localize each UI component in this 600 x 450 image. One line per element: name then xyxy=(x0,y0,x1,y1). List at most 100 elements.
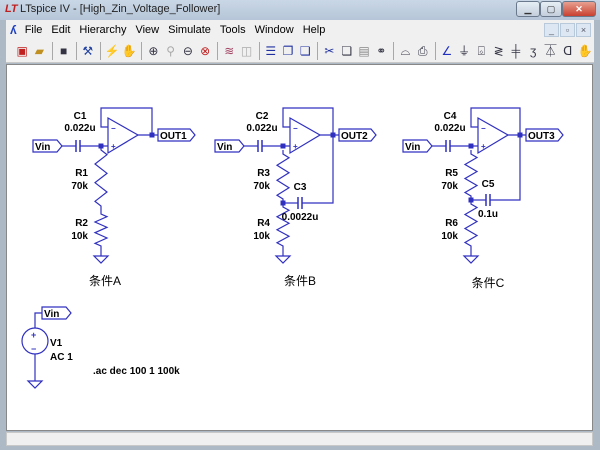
paste-icon[interactable]: ▤ xyxy=(358,43,370,58)
mdi-close-button[interactable]: × xyxy=(576,23,591,37)
save-icon[interactable]: ■ xyxy=(59,43,68,58)
menu-view[interactable]: View xyxy=(135,23,160,36)
ltspice-menu-icon[interactable]: ʎ xyxy=(10,22,17,37)
r-bot-name: R4 xyxy=(257,218,270,229)
find-icon[interactable]: ⚭ xyxy=(376,43,387,58)
plus-sign: + xyxy=(481,142,486,151)
control-panel-icon[interactable]: ⚒ xyxy=(82,43,94,58)
ground-icon[interactable]: ⏚ xyxy=(458,43,471,58)
wire xyxy=(490,135,521,201)
wire xyxy=(302,135,334,204)
mdi-minimize-button[interactable]: _ xyxy=(544,23,559,37)
cap-in-name: C2 xyxy=(256,111,269,122)
schematic-canvas[interactable] xyxy=(6,64,593,431)
tile-vertical-icon[interactable]: ❏ xyxy=(299,43,311,58)
run-icon[interactable]: ⚡ xyxy=(104,43,120,58)
halt-icon[interactable]: ✋ xyxy=(121,43,137,58)
input-net-label xyxy=(402,139,433,153)
menu-bar: ʎ File Edit Hierarchy View Simulate Tool… xyxy=(6,20,594,39)
menu-window[interactable]: Window xyxy=(254,23,294,36)
toolbar-separator xyxy=(141,41,143,60)
input-net-label xyxy=(32,139,63,153)
menu-file[interactable]: File xyxy=(24,23,43,36)
maximize-button[interactable]: ▢ xyxy=(540,1,562,17)
tile-horizontal-icon[interactable]: ☰ xyxy=(265,43,277,58)
open-icon[interactable]: ▰ xyxy=(34,43,45,58)
wire-icon[interactable]: ∠ xyxy=(441,43,453,58)
menu-edit[interactable]: Edit xyxy=(51,23,71,36)
input-net-label xyxy=(214,139,245,153)
opamp xyxy=(107,116,140,155)
diode-icon[interactable]: ⏄ xyxy=(544,43,557,58)
move-icon[interactable]: ✋ xyxy=(577,43,593,58)
spice-directive: .ac dec 100 1 100k xyxy=(93,366,180,377)
copy-icon[interactable]: ❏ xyxy=(341,43,353,58)
ground-symbol xyxy=(274,255,292,264)
minus-sign: − xyxy=(481,124,486,133)
r-bot-value: 10k xyxy=(253,231,270,242)
resistor xyxy=(463,150,479,200)
caption: 条件A xyxy=(89,274,121,288)
resistor-icon[interactable]: ≷ xyxy=(493,43,504,58)
r-bot-value: 10k xyxy=(441,231,458,242)
menu-tools[interactable]: Tools xyxy=(219,23,246,36)
cap-fb-value: 0.1u xyxy=(478,209,498,220)
minus-sign: − xyxy=(111,124,116,133)
resistor xyxy=(94,146,108,210)
menu-hierarchy[interactable]: Hierarchy xyxy=(79,23,127,36)
toolbar-separator xyxy=(258,41,260,60)
r-bot-name: R6 xyxy=(445,218,458,229)
source-net-label-text: Vin xyxy=(44,309,59,320)
r-bot-name: R2 xyxy=(75,218,88,229)
autorange-icon[interactable]: ≋ xyxy=(224,43,235,58)
cap-fb-name: C5 xyxy=(482,179,495,190)
component-icon[interactable]: ᗡ xyxy=(563,43,573,58)
menu-help[interactable]: Help xyxy=(302,23,326,36)
feedback-wire xyxy=(470,107,521,135)
print-setup-icon[interactable]: ⌓ xyxy=(400,43,411,58)
menu-simulate[interactable]: Simulate xyxy=(168,23,211,36)
output-net-label xyxy=(338,128,377,142)
zoom-fit-icon[interactable]: ⊗ xyxy=(200,43,211,58)
app-logo: LT xyxy=(5,3,18,15)
mdi-restore-button[interactable]: ▫ xyxy=(560,23,575,37)
r-top-value: 70k xyxy=(253,181,270,192)
toolbar-separator xyxy=(99,41,101,60)
output-net-label-text: OUT1 xyxy=(160,131,187,142)
cap-in-value: 0.022u xyxy=(246,123,277,134)
close-button[interactable]: ✕ xyxy=(562,1,596,17)
source-value: AC 1 xyxy=(50,352,73,363)
minimize-button[interactable]: ▁ xyxy=(516,1,540,17)
r-top-value: 70k xyxy=(71,181,88,192)
zoom-pan-icon[interactable]: ⚲ xyxy=(166,43,176,58)
zoom-out-icon[interactable]: ⊖ xyxy=(182,43,193,58)
cap-in-name: C1 xyxy=(74,111,87,122)
cut-icon[interactable]: ✂ xyxy=(324,43,335,58)
resistor xyxy=(463,200,479,250)
junction-dot xyxy=(149,132,155,138)
ground-symbol xyxy=(92,255,110,264)
capacitor-icon[interactable]: ╪ xyxy=(511,43,521,58)
wire xyxy=(34,312,42,328)
new-schematic-icon[interactable]: ▣ xyxy=(16,43,28,58)
toolbar-separator xyxy=(51,41,53,60)
toolbar-separator xyxy=(317,41,319,60)
label-net-icon[interactable]: ⌺ xyxy=(477,43,485,58)
toolbar-separator xyxy=(393,41,395,60)
ground-symbol xyxy=(462,255,480,264)
inductor-icon[interactable]: ʒ xyxy=(529,43,537,58)
toolbar-separator xyxy=(75,41,77,60)
minus-sign: − xyxy=(293,124,298,133)
zoom-in-icon[interactable]: ⊕ xyxy=(148,43,159,58)
cascade-icon[interactable]: ❐ xyxy=(282,43,294,58)
r-top-name: R5 xyxy=(445,168,458,179)
plus-sign: + xyxy=(293,142,298,151)
cap-fb-name: C3 xyxy=(294,182,307,193)
print-icon[interactable]: ⎙ xyxy=(417,43,428,58)
mark-unref-icon[interactable]: ◫ xyxy=(240,43,253,58)
feedback-wire xyxy=(282,107,334,135)
